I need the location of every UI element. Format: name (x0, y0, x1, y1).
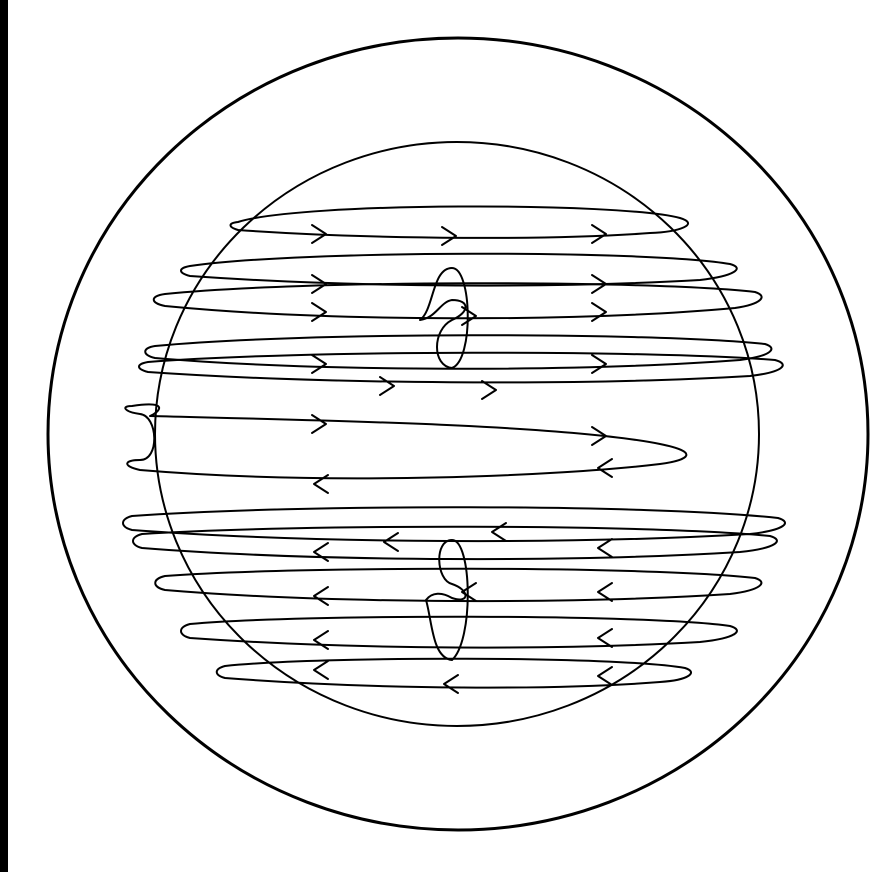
flow-line-2 (181, 254, 737, 286)
flow-line-11 (217, 659, 691, 688)
arrow-right-icon (592, 225, 606, 243)
arrow-left-icon (314, 631, 328, 649)
arrow-left-icon (598, 459, 612, 477)
arrow-right-icon (312, 275, 326, 293)
flow-line-9 (155, 569, 761, 601)
arrow-left-icon (314, 661, 328, 679)
outer-circle (48, 38, 868, 830)
flow-line-10 (181, 617, 737, 648)
arrow-left-icon (492, 523, 506, 541)
arrow-left-icon (314, 543, 328, 561)
arrow-right-icon (312, 415, 326, 433)
flow-line-7 (123, 507, 785, 541)
arrow-right-icon (592, 303, 606, 321)
arrow-right-icon (592, 355, 606, 373)
arrow-right-icon (482, 381, 496, 399)
arrow-left-icon (384, 533, 398, 551)
central-flow-lines (125, 404, 686, 478)
arrow-left-icon (598, 667, 612, 685)
arrow-left-icon (598, 629, 612, 647)
arrow-right-icon (442, 227, 456, 245)
arrow-left-icon (598, 539, 612, 557)
arrow-right-icon (380, 377, 394, 395)
arrow-left-icon (314, 587, 328, 605)
arrow-right-icon (312, 303, 326, 321)
arrow-left-icon (444, 675, 458, 693)
arrow-left-icon (598, 583, 612, 601)
arrow-right-icon (312, 355, 326, 373)
flow-line-8 (133, 527, 777, 559)
flow-line-1 (231, 206, 689, 237)
flow-line-6 (125, 404, 686, 478)
lower-flow-lines (123, 507, 785, 687)
